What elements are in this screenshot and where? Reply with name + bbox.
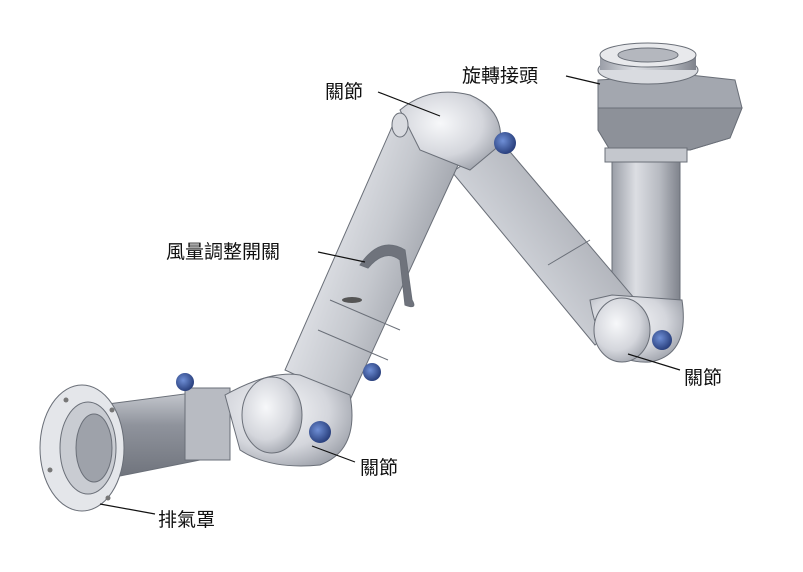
top-elbow-joint [391, 91, 516, 171]
exhaust-hood [39, 384, 125, 512]
label-exhaust-hood: 排氣罩 [158, 509, 215, 531]
right-elbow-joint [589, 294, 684, 363]
rotary-joint [597, 42, 743, 163]
knob-icon [176, 373, 194, 391]
leader-line [377, 91, 441, 117]
leader-line [99, 503, 156, 515]
label-airflow-switch: 風量調整開關 [166, 241, 280, 263]
leader-line [311, 445, 356, 463]
label-joint-top: 關節 [325, 81, 363, 103]
knob-icon [652, 330, 672, 350]
label-joint-bottom: 關節 [360, 457, 398, 479]
knob-icon [494, 132, 516, 154]
leader-line [317, 251, 366, 263]
label-joint-right: 關節 [684, 367, 722, 389]
airflow-adjustment-switch [342, 244, 415, 308]
bottom-elbow-joint [224, 373, 353, 467]
knob-icon [309, 421, 331, 443]
leader-line [565, 75, 601, 85]
lower-horizontal-tube [99, 373, 231, 479]
label-rotary-joint: 旋轉接頭 [462, 65, 538, 87]
leader-line [627, 353, 681, 371]
knob-icon [363, 363, 381, 381]
